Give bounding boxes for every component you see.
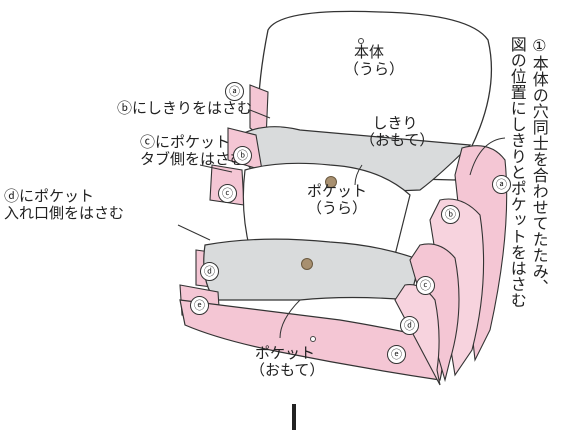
pocket-middle — [242, 162, 411, 256]
down-arrow-shaft — [292, 404, 296, 430]
marker-c-left: ⓒ — [218, 184, 237, 203]
step-d-label: ⓓにポケット 入れ口側をはさむ — [4, 187, 125, 223]
snap-middle — [325, 176, 337, 188]
marker-a-right: ⓐ — [492, 175, 511, 194]
marker-e-right: ⓔ — [387, 345, 406, 364]
label-honmon: 本体 （うら） — [344, 43, 405, 79]
hole-mark-bottom — [310, 336, 316, 342]
marker-d-left: ⓓ — [200, 262, 219, 281]
snap-bottom — [301, 258, 313, 270]
marker-a-top-left: ⓐ — [225, 82, 244, 101]
instruction-text-line2: 図の位置にしきりとポケットをはさむ — [507, 36, 527, 308]
instruction-text: ①本体の穴同士を合わせてたたみ、 — [529, 36, 549, 295]
marker-e-left: ⓔ — [190, 296, 209, 315]
step-b-label: ⓑにしきりをはさむ — [117, 99, 253, 117]
marker-c-right: ⓒ — [416, 276, 435, 295]
label-shikiri: しきり （おもて） — [360, 114, 435, 150]
marker-d-right: ⓓ — [400, 316, 419, 335]
label-pocket-bottom: ポケット （おもて） — [250, 344, 325, 380]
label-pocket-middle: ポケット （うら） — [306, 182, 367, 218]
marker-b-right: ⓑ — [441, 205, 460, 224]
step-c-label: ⓒにポケット タブ側をはさむ — [140, 133, 246, 169]
hole-mark-top — [358, 38, 364, 44]
marker-b-left: ⓑ — [233, 146, 252, 165]
